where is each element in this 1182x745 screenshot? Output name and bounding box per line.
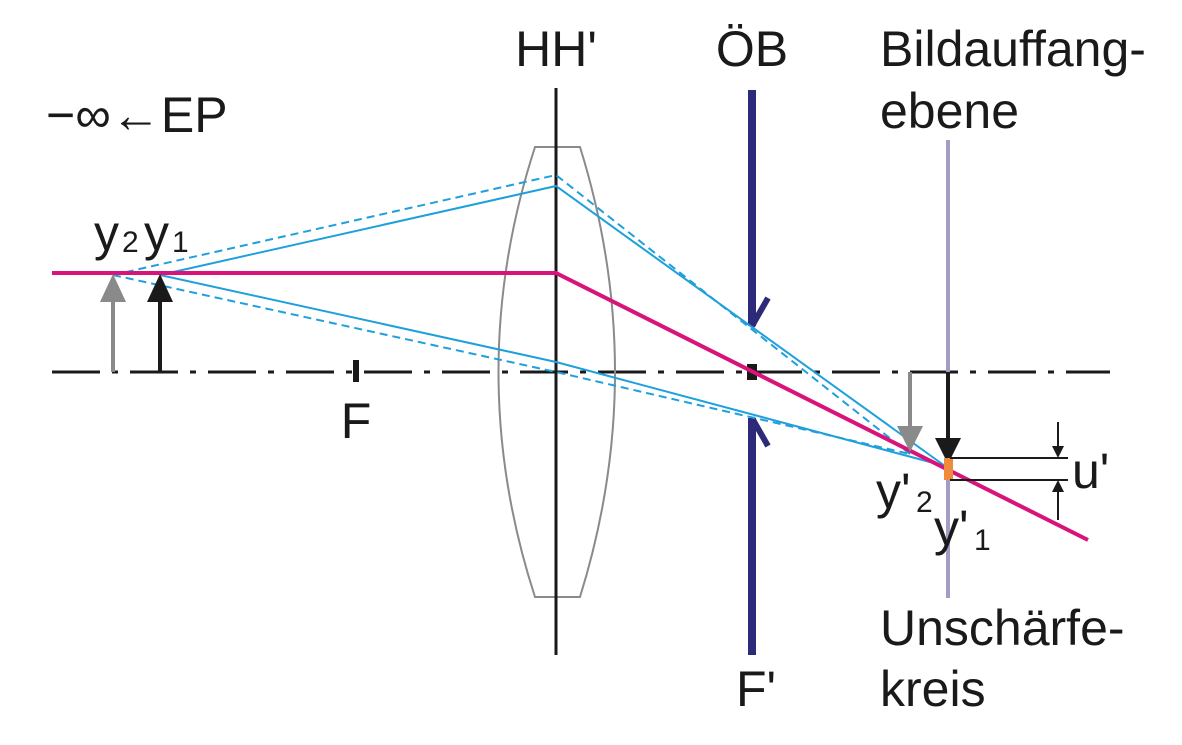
aperture-edge-lower xyxy=(749,416,771,448)
chief-ray xyxy=(52,271,1089,542)
blur-circle-label-line2: kreis xyxy=(880,661,986,717)
image-plane-label-line1: Bildauffang- xyxy=(880,21,1146,77)
blur-circle-label-line1: Unschärfe- xyxy=(880,600,1125,656)
object-arrow-y1-head xyxy=(147,274,173,302)
blur-size-arrow-bottom xyxy=(1052,480,1064,492)
image-arrow-y1-head xyxy=(935,438,961,464)
image-arrow-y2-head xyxy=(897,426,923,452)
object-y2-label: y xyxy=(94,205,119,261)
marginal-ray-upper-dashed xyxy=(112,173,911,455)
aperture-edge-upper xyxy=(749,296,771,328)
blur-size-arrow-top xyxy=(1052,446,1064,458)
focal-point-label: F xyxy=(341,393,372,449)
image-y2-label: y' xyxy=(876,463,911,519)
principal-planes-label: HH' xyxy=(515,21,597,77)
object-y1-label: y xyxy=(144,205,169,261)
blur-size-label: u' xyxy=(1072,443,1109,499)
entrance-pupil-label: −∞←EP xyxy=(46,87,228,143)
marginal-ray-upper xyxy=(159,184,946,467)
image-plane-label-line2: ebene xyxy=(880,83,1019,139)
blur-circle-mark xyxy=(944,458,953,480)
focal-point-image-label: F' xyxy=(736,661,776,717)
marginal-ray-lower-dashed xyxy=(112,274,911,455)
lens-outline xyxy=(497,146,616,598)
object-y2-subscript: 2 xyxy=(122,226,139,259)
image-y1-label: y' xyxy=(934,500,969,556)
image-y1-subscript: 1 xyxy=(974,524,991,557)
object-arrow-y2-head xyxy=(100,274,126,302)
object-y1-subscript: 1 xyxy=(172,226,189,259)
aperture-stop-label: ÖB xyxy=(716,21,788,77)
image-y2-subscript: 2 xyxy=(916,486,933,519)
